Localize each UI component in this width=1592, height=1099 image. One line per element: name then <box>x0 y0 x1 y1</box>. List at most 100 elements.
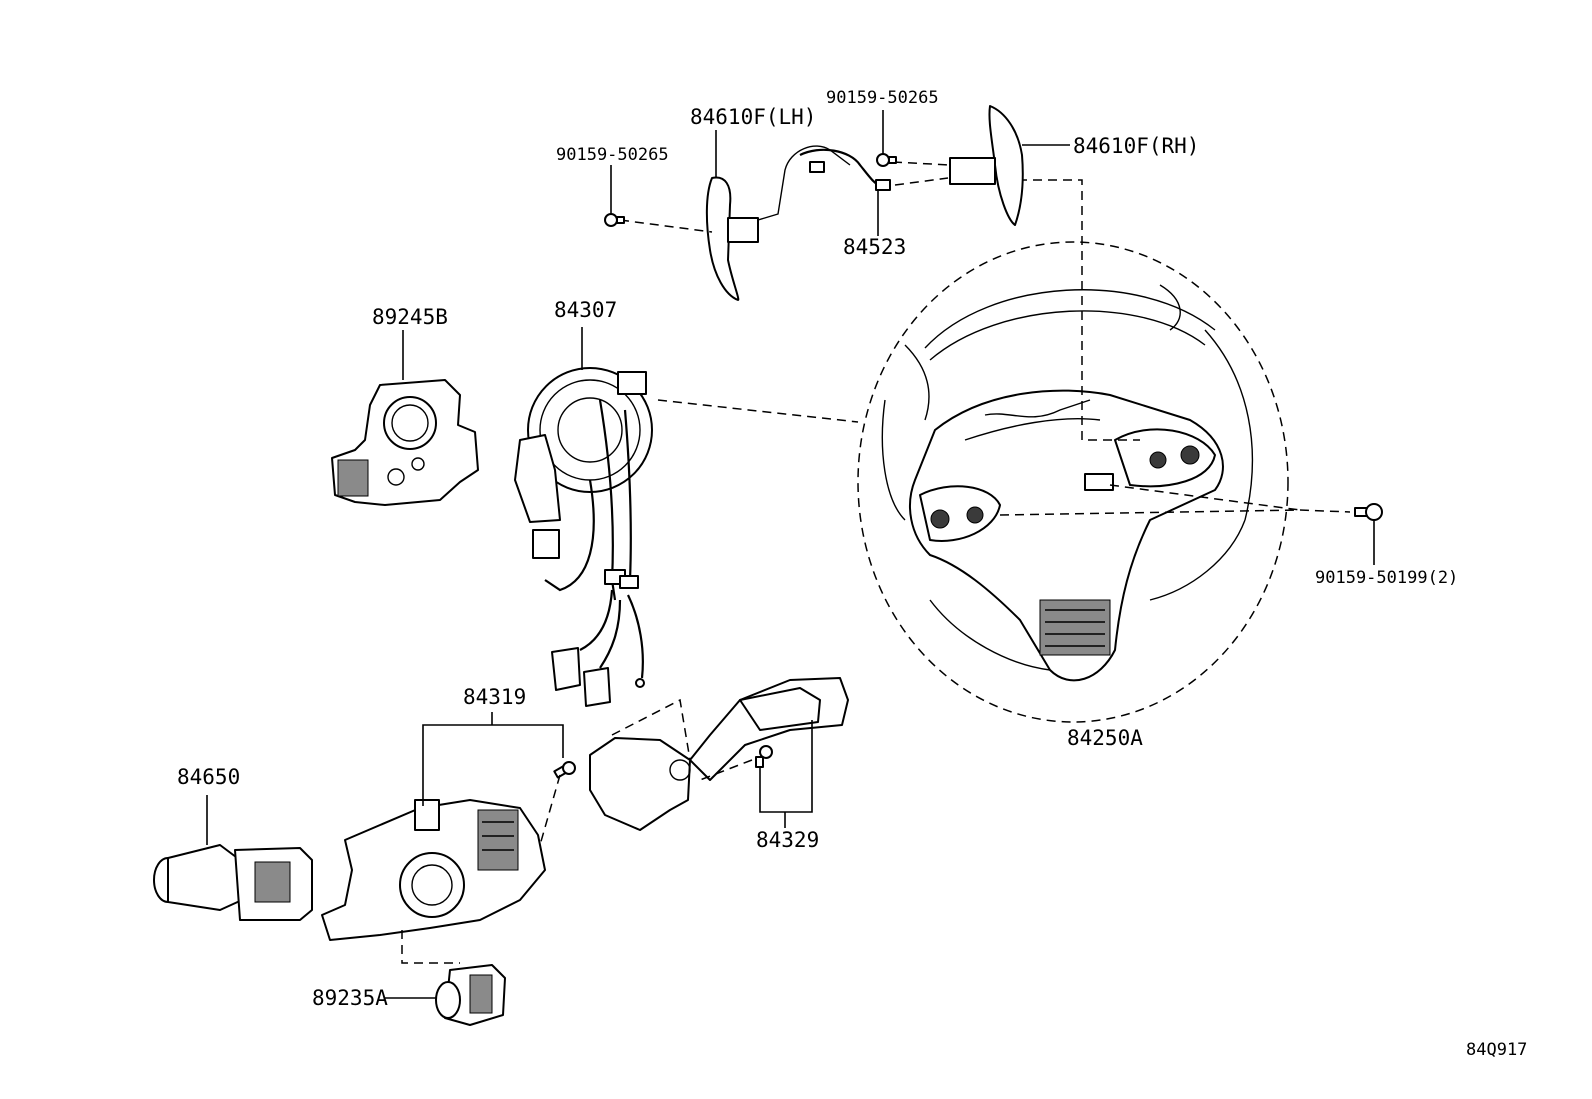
spiral-plug-b <box>583 667 611 707</box>
spiral-branch-left <box>579 589 614 651</box>
hub-top-edge <box>964 418 1101 441</box>
spiral-outer-ring <box>527 367 653 493</box>
screw-90159-50265-a <box>604 165 625 227</box>
wheel-grip-left <box>904 344 930 421</box>
screw-a-head <box>604 213 618 227</box>
screw-b-head <box>876 153 890 167</box>
harness-wire <box>799 148 881 187</box>
headlamp-switch-84650 <box>153 795 313 921</box>
hub-wiring <box>984 399 1091 418</box>
bolt-head <box>1365 503 1383 521</box>
screw-b-shank <box>888 156 897 164</box>
spiral-cable-84307 <box>514 327 653 707</box>
spiral-side-block <box>514 434 561 523</box>
label-90159-50199: 90159-50199(2) <box>1315 568 1458 588</box>
right-switch-button-2 <box>1149 451 1167 469</box>
label-90159-50265-a: 90159-50265 <box>556 145 669 165</box>
combination-switch-module <box>477 809 519 871</box>
screw-84329-shank <box>755 756 764 768</box>
combination-switch-tab <box>414 799 440 831</box>
hub-screw-boss <box>1084 473 1114 491</box>
leader-84319 <box>422 724 564 806</box>
spiral-branch-right <box>627 594 644 679</box>
dash-screw-84329 <box>699 759 753 781</box>
left-switch-button-2 <box>966 506 984 524</box>
spiral-harness-c <box>544 479 595 592</box>
wheel-rim-lower-right <box>1149 519 1246 601</box>
sensor-hole-2 <box>411 457 425 471</box>
switch-89235a <box>385 964 506 1026</box>
spiral-plug-a <box>551 647 581 691</box>
screw-84319-head <box>562 761 576 775</box>
label-89245b: 89245B <box>372 305 448 329</box>
dash-89235a <box>401 930 460 964</box>
hub-grille <box>1039 599 1111 656</box>
dash-rh-paddle-to-wheel <box>1003 179 1140 441</box>
steering-wheel-outline <box>857 241 1289 723</box>
lh-paddle-switch <box>727 217 759 243</box>
spiral-clip-2 <box>619 575 639 589</box>
sensor-connector <box>337 459 369 497</box>
wheel-rim-right <box>1204 329 1254 521</box>
leader-84329 <box>759 720 813 813</box>
sensor-hole <box>387 468 405 486</box>
steering-wheel-84250a <box>857 241 1289 723</box>
paddle-84610f-rh <box>949 105 1070 226</box>
bolt-90159-50199 <box>1354 503 1383 565</box>
wiper-switch-dash-box <box>611 698 691 761</box>
paddle-84610f-lh <box>705 130 851 301</box>
combination-switch-84319 <box>321 712 564 941</box>
diagram-code: 84Q917 <box>1466 1040 1527 1060</box>
headlamp-switch-connector <box>254 861 291 903</box>
sensor-ring-inner <box>391 404 429 442</box>
combination-switch-ring-inner <box>411 864 453 906</box>
label-84319: 84319 <box>463 685 526 709</box>
label-84329: 84329 <box>756 828 819 852</box>
combination-switch-ring <box>399 852 465 918</box>
harness-connector-a <box>809 161 825 173</box>
left-switch-button <box>930 509 950 529</box>
rh-paddle-switch <box>949 157 996 185</box>
grille-lines <box>1045 609 1105 647</box>
dash-84307-to-wheel <box>657 399 859 423</box>
spiral-branch-mid <box>599 599 622 669</box>
screw-84319 <box>553 761 576 779</box>
label-84610f-rh: 84610F(RH) <box>1073 134 1199 158</box>
wheel-rim-lower-left <box>929 599 1051 671</box>
harness-84523 <box>799 148 891 236</box>
wiper-lever-knob <box>739 687 821 731</box>
label-84250a: 84250A <box>1067 726 1143 750</box>
screw-84329 <box>755 745 773 768</box>
wiper-switch-84329 <box>589 677 849 831</box>
lh-paddle-blade <box>705 176 740 301</box>
dash-bolt-left <box>999 509 1351 516</box>
screw-90159-50265-b <box>876 110 897 167</box>
label-84523: 84523 <box>843 235 906 259</box>
label-84610f-lh: 84610F(LH) <box>690 105 816 129</box>
screw-a-shank <box>616 216 625 224</box>
label-84650: 84650 <box>177 765 240 789</box>
spiral-connector-a <box>532 529 560 559</box>
wheel-rim-upper <box>924 289 1216 349</box>
module-ribs <box>482 821 514 851</box>
steering-sensor-89245b <box>331 330 479 506</box>
dash-screw-to-lh <box>619 219 713 233</box>
wheel-grip-right <box>1159 284 1181 331</box>
screw-84329-head <box>759 745 773 759</box>
label-84307: 84307 <box>554 298 617 322</box>
dash-screw-to-rh <box>892 161 951 166</box>
wheel-rim-upper-inner <box>929 310 1206 361</box>
dash-bolt-right <box>1109 484 1301 511</box>
wiper-switch-housing <box>589 737 691 831</box>
spiral-top-connector <box>617 371 647 395</box>
label-90159-50265-b: 90159-50265 <box>826 88 939 108</box>
label-89235a: 89235A <box>312 986 388 1010</box>
dash-harness-to-rh <box>894 177 949 186</box>
headlamp-lever <box>167 844 243 911</box>
spiral-ground-terminal <box>635 678 645 688</box>
right-switch-button <box>1180 445 1200 465</box>
wheel-rim-left <box>881 399 906 521</box>
switch-89235a-connector <box>469 974 493 1014</box>
